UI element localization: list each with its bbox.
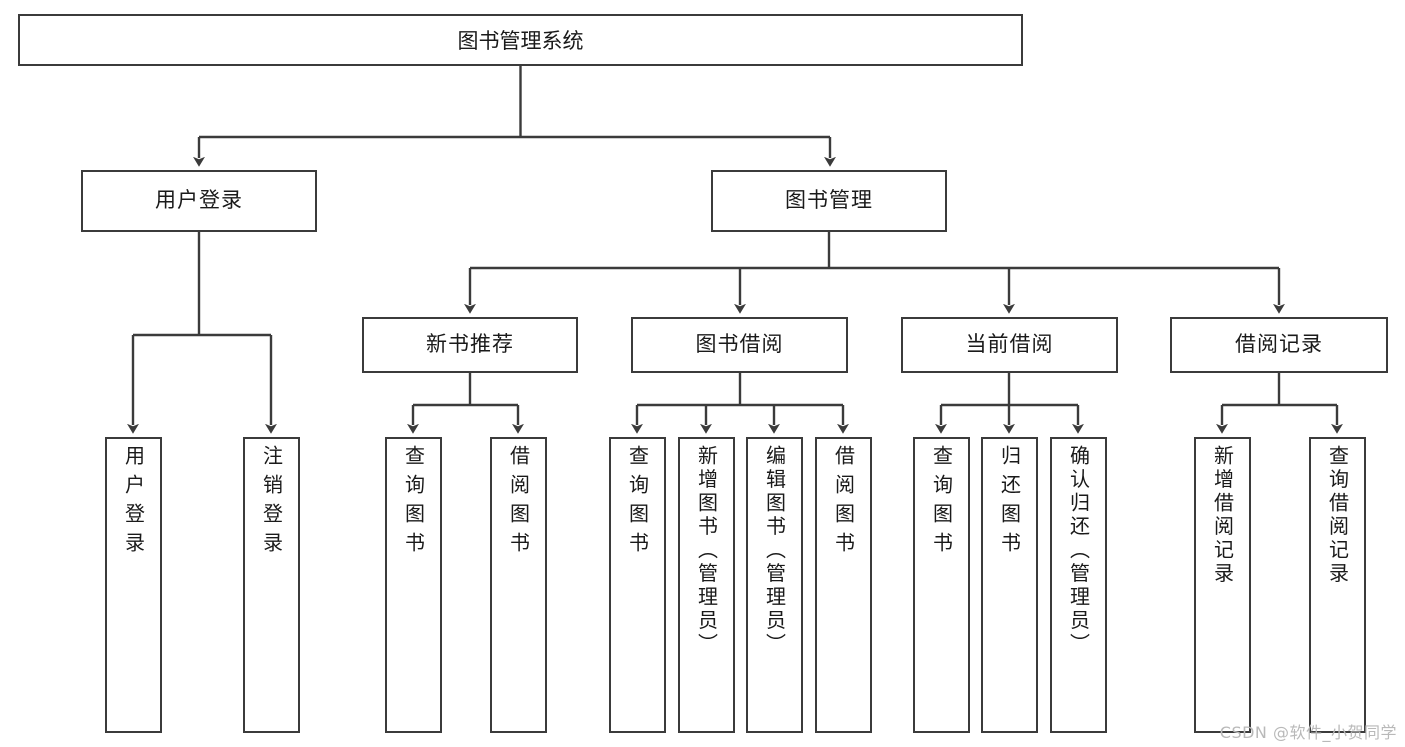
leaf-query-books-borrow[interactable]: 查询图书 [609,437,666,733]
node-book-borrow[interactable]: 图书借阅 [631,317,848,373]
node-user-login[interactable]: 用户登录 [81,170,317,232]
leaf-label: 查询图书 [401,445,426,561]
leaf-logout[interactable]: 注销登录 [243,437,300,733]
leaf-add-book-admin[interactable]: 新增图书（管理员） [678,437,735,733]
leaf-label: 新增借阅记录 [1210,445,1235,586]
node-label: 当前借阅 [965,332,1054,357]
leaf-label: 查询图书 [625,445,650,561]
leaf-confirm-return-admin[interactable]: 确认归还（管理员） [1050,437,1107,733]
node-label: 图书借阅 [695,332,784,357]
leaf-label: 用户登录 [121,445,146,561]
node-label: 新书推荐 [426,332,514,357]
leaf-label: 注销登录 [259,445,284,561]
leaf-label: 查询借阅记录 [1325,445,1350,586]
leaf-add-borrow-record[interactable]: 新增借阅记录 [1194,437,1251,733]
leaf-borrow-books-recommend[interactable]: 借阅图书 [490,437,547,733]
leaf-edit-book-admin[interactable]: 编辑图书（管理员） [746,437,803,733]
node-label: 图书管理系统 [457,29,584,53]
node-book-management[interactable]: 图书管理 [711,170,947,232]
leaf-borrow-books[interactable]: 借阅图书 [815,437,872,733]
node-borrow-records[interactable]: 借阅记录 [1170,317,1388,373]
leaf-label: 归还图书 [997,445,1022,561]
node-label: 图书管理 [785,188,873,213]
leaf-query-borrow-record[interactable]: 查询借阅记录 [1309,437,1366,733]
node-label: 借阅记录 [1235,332,1323,357]
leaf-label: 借阅图书 [506,445,531,561]
leaf-user-login[interactable]: 用户登录 [105,437,162,733]
node-root-library-system[interactable]: 图书管理系统 [18,14,1023,66]
leaf-label: 新增图书（管理员） [694,445,719,657]
leaf-label: 借阅图书 [831,445,856,561]
leaf-label: 编辑图书（管理员） [762,445,787,657]
leaf-query-books-recommend[interactable]: 查询图书 [385,437,442,733]
leaf-label: 确认归还（管理员） [1066,445,1091,657]
node-new-book-recommendation[interactable]: 新书推荐 [362,317,578,373]
leaf-label: 查询图书 [929,445,954,561]
leaf-return-books[interactable]: 归还图书 [981,437,1038,733]
node-current-borrow[interactable]: 当前借阅 [901,317,1118,373]
leaf-query-books-current[interactable]: 查询图书 [913,437,970,733]
node-label: 用户登录 [155,188,243,213]
